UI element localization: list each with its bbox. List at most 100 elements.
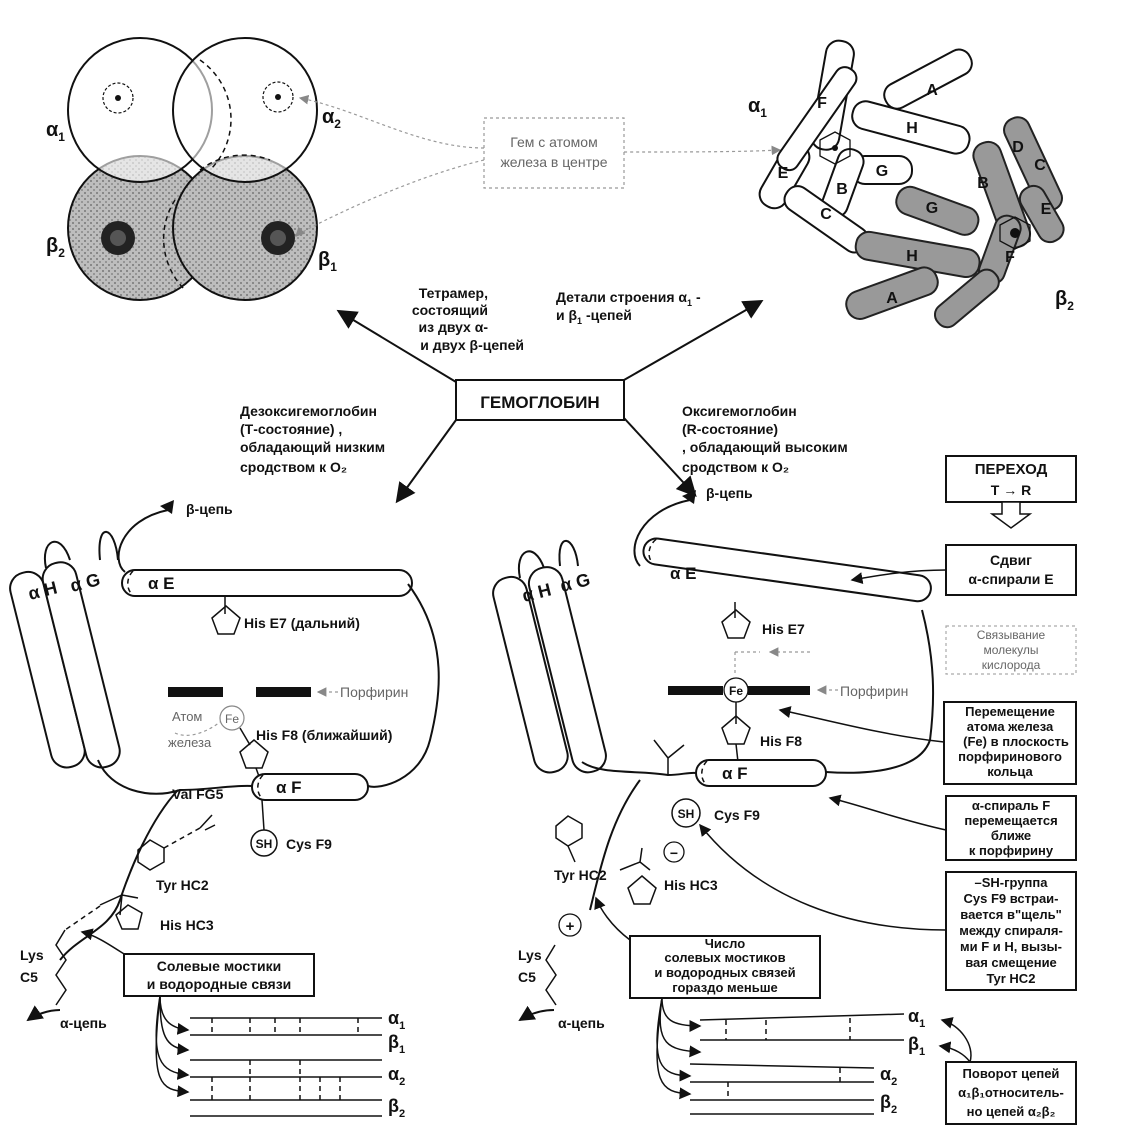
deoxy-fe: Fe xyxy=(225,712,239,726)
hemoglobin-title: ГЕМОГЛОБИН xyxy=(480,393,599,412)
svg-text:Tyr HC2: Tyr HC2 xyxy=(987,971,1036,986)
svg-text:перемещается: перемещается xyxy=(964,813,1057,828)
svg-text:и двух β-цепей: и двух β-цепей xyxy=(420,337,524,353)
deoxy-helix-f: α F xyxy=(276,778,302,797)
deoxy-iron-atom: железа xyxy=(168,735,212,750)
helix-label: G xyxy=(876,163,888,180)
helix-f-box xyxy=(945,795,1077,861)
helix-label: D xyxy=(1012,139,1024,156)
alpha1-label: α1 xyxy=(46,119,65,144)
oxy-chain-lines xyxy=(689,1013,905,1115)
transition-title: ПЕРЕХОД xyxy=(975,461,1048,478)
deoxy-chain-labels: α1 β1 α2 β2 xyxy=(388,1008,405,1120)
oxy-minus: − xyxy=(670,845,678,861)
alpha2-subunit xyxy=(172,37,318,183)
deoxy-c5: C5 xyxy=(20,969,38,985)
svg-text:порфиринового: порфиринового xyxy=(958,749,1062,764)
deoxy-cys-f9: Cys F9 xyxy=(286,836,332,852)
detail-beta-label: β2 xyxy=(1055,288,1074,313)
oxy-sh: SH xyxy=(678,807,695,821)
helix-label: A xyxy=(926,82,938,99)
oxy-c5: C5 xyxy=(518,969,536,985)
svg-text:Сдвиг: Сдвиг xyxy=(990,552,1032,568)
svg-text:Дезоксигемоглобин: Дезоксигемоглобин xyxy=(240,403,377,419)
svg-text:α-спирали E: α-спирали E xyxy=(968,571,1053,587)
oxy-plus: + xyxy=(566,918,575,935)
svg-text:Оксигемоглобин: Оксигемоглобин xyxy=(682,403,797,419)
svg-text:Число: Число xyxy=(705,936,745,951)
svg-text:β1: β1 xyxy=(388,1032,405,1056)
svg-text:и водородных связей: и водородных связей xyxy=(654,965,795,980)
oxy-structure: β-цепь α H α G α E His E7 Порфирин Fe Hi… xyxy=(492,485,935,1116)
svg-text:α1: α1 xyxy=(908,1006,925,1030)
oxy-helix-f: α F xyxy=(722,764,748,783)
beta1-label: β1 xyxy=(318,249,337,274)
oxy-alpha-chain: α-цепь xyxy=(558,1015,605,1031)
deoxy-helix-e: α E xyxy=(148,574,175,593)
deoxy-structure: β-цепь α H α G α E His E7 (дальний) Порф… xyxy=(9,500,440,1120)
transition-arrow: T → R xyxy=(991,482,1031,498)
svg-text:α₁β₁относитель-: α₁β₁относитель- xyxy=(958,1085,1064,1100)
tetramer-caption: Тетрамер, состоящий из двух α- и двух β-… xyxy=(412,285,524,353)
helix-label: F xyxy=(1005,249,1015,266)
helix-label: H xyxy=(906,248,918,265)
deoxy-salt-bridges-box xyxy=(123,953,315,997)
svg-text:Солевые мостики: Солевые мостики xyxy=(157,958,281,974)
central-hub: ГЕМОГЛОБИН xyxy=(336,300,764,504)
helix-label: B xyxy=(836,181,848,198)
svg-text:вая смещение: вая смещение xyxy=(965,955,1057,970)
heme-label-line-2: железа в центре xyxy=(500,154,607,170)
svg-text:(Fe) в плоскость: (Fe) в плоскость xyxy=(963,734,1069,749)
svg-text:сродством к O₂: сродством к O₂ xyxy=(682,459,789,475)
helix-label: F xyxy=(817,95,827,112)
svg-text:–SH-группа: –SH-группа xyxy=(975,875,1049,890)
alpha2-label: α2 xyxy=(322,106,341,131)
svg-text:и водородные связи: и водородные связи xyxy=(147,976,292,992)
tetramer-diagram: α1 α2 β2 β1 xyxy=(46,37,341,301)
svg-text:α-спираль F: α-спираль F xyxy=(972,798,1050,813)
oxy-beta-chain: β-цепь xyxy=(706,485,753,501)
deoxy-his-hc3: His HC3 xyxy=(160,917,214,933)
helix-label: E xyxy=(1041,201,1052,218)
svg-text:Cys F9 встраи-: Cys F9 встраи- xyxy=(964,891,1059,906)
beta2-label: β2 xyxy=(46,235,65,260)
sh-group-box xyxy=(945,871,1077,991)
svg-text:β2: β2 xyxy=(880,1092,897,1116)
svg-text:Поворот цепей: Поворот цепей xyxy=(963,1066,1060,1081)
oxy-cys-f9: Cys F9 xyxy=(714,807,760,823)
svg-text:Детали строения α1 -: Детали строения α1 - xyxy=(556,289,701,308)
heme-label-line-1: Гем с атомом xyxy=(510,134,597,150)
svg-text:к порфирину: к порфирину xyxy=(969,843,1054,858)
svg-text:β1: β1 xyxy=(908,1034,925,1058)
svg-text:состоящий: состоящий xyxy=(412,302,488,318)
deoxy-porphyrin: Порфирин xyxy=(340,684,408,700)
svg-text:Перемещение: Перемещение xyxy=(965,704,1055,719)
helix-label: B xyxy=(977,175,989,192)
svg-text:Тетрамер,: Тетрамер, xyxy=(419,285,488,301)
svg-text:, обладающий высоким: , обладающий высоким xyxy=(682,439,848,455)
oxy-fe: Fe xyxy=(729,684,743,698)
svg-text:Связывание: Связывание xyxy=(977,628,1046,642)
shift-e-box xyxy=(945,544,1077,596)
svg-text:и β1 -цепей: и β1 -цепей xyxy=(556,307,632,326)
svg-text:кольца: кольца xyxy=(987,764,1033,779)
deoxy-his-e7: His E7 (дальний) xyxy=(244,615,360,631)
transition-column: ПЕРЕХОД T → R Сдвиг α-спирали E Связыван… xyxy=(699,455,1077,1125)
oxy-helix-g: α G xyxy=(558,569,592,596)
helix-label: H xyxy=(906,120,918,137)
detail-alpha-label: α1 xyxy=(748,95,767,120)
oxy-porphyrin: Порфирин xyxy=(840,683,908,699)
oxy-lys: Lys xyxy=(518,947,542,963)
deoxy-caption: Дезоксигемоглобин (Т-состояние) , облада… xyxy=(240,403,385,475)
transition-title-box xyxy=(945,455,1077,503)
helix-label: G xyxy=(926,200,938,217)
helix-label: A xyxy=(886,290,898,307)
helix-label: C xyxy=(1034,157,1046,174)
deoxy-lys: Lys xyxy=(20,947,44,963)
svg-text:α2: α2 xyxy=(388,1064,405,1088)
svg-text:гораздо меньше: гораздо меньше xyxy=(672,980,778,995)
rotation-box xyxy=(945,1061,1077,1125)
oxygen-binding-box xyxy=(945,625,1077,675)
svg-text:α2: α2 xyxy=(880,1064,897,1088)
